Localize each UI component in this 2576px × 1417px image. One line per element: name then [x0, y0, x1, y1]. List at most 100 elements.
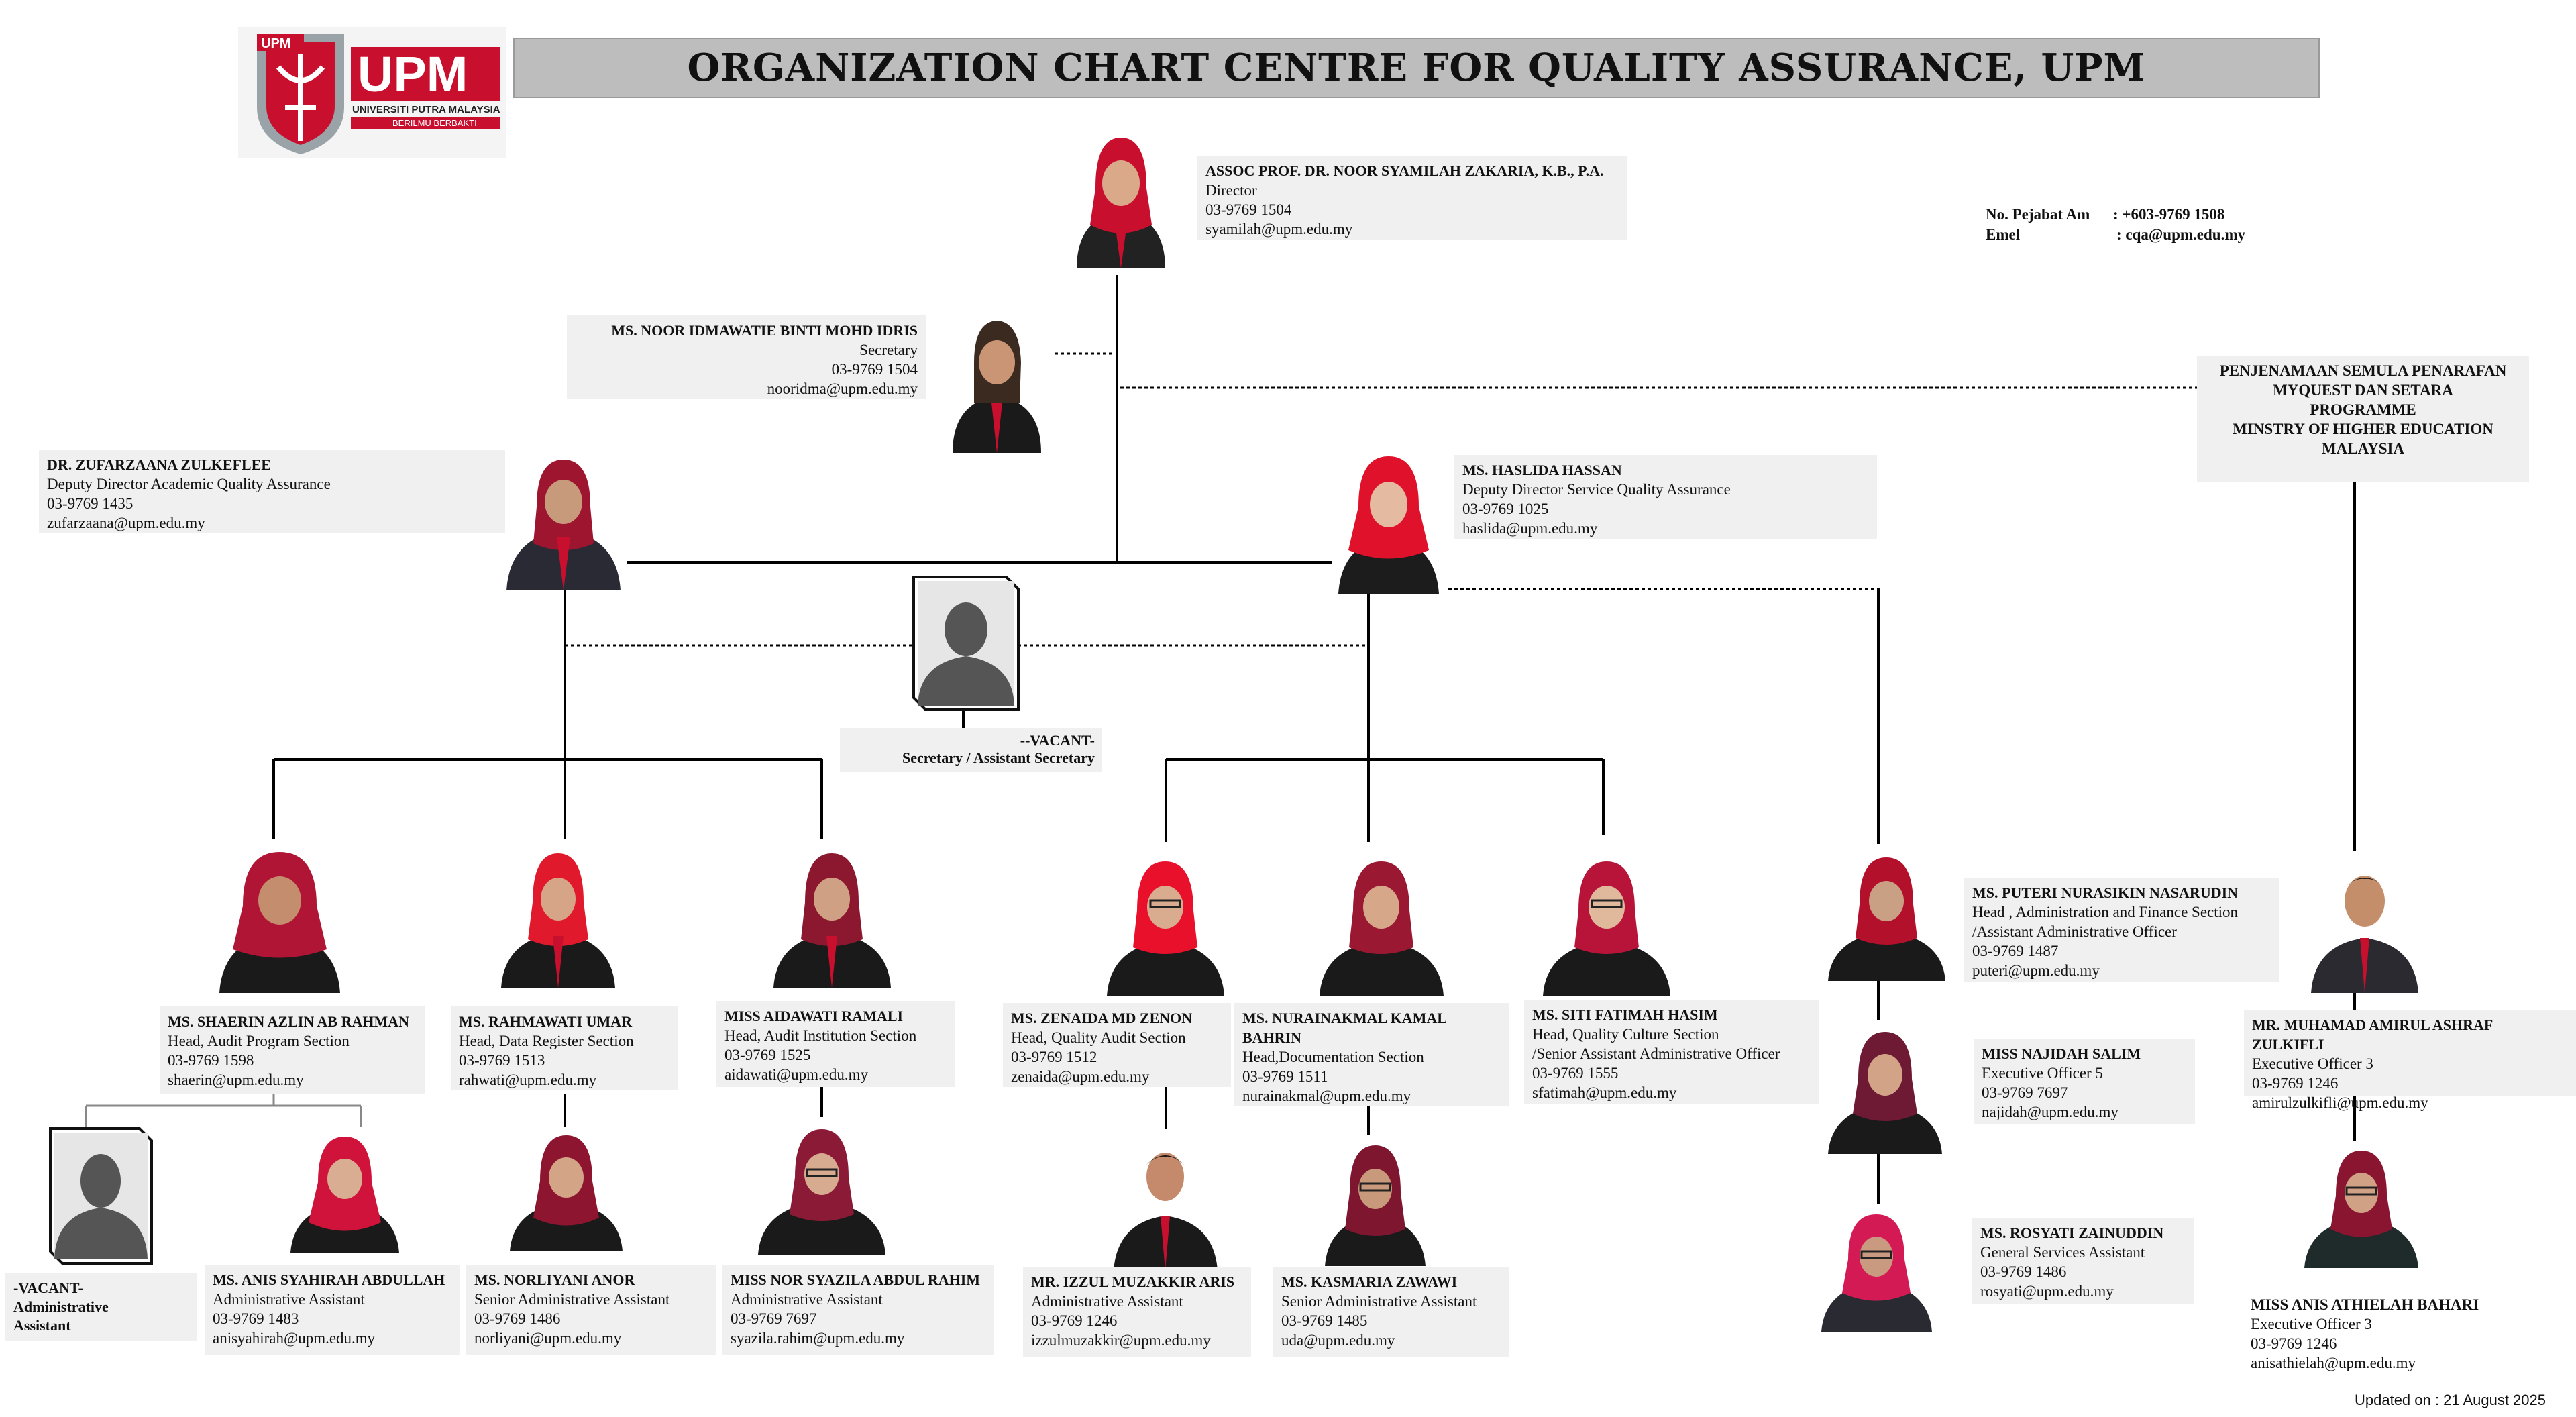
izzul-photo [1107, 1129, 1224, 1271]
external-programme-box: PENJENAMAAN SEMULA PENARAFAN MYQUEST DAN… [2197, 356, 2529, 482]
person-name: MS. ZENAIDA MD ZENON [1011, 1010, 1193, 1027]
kasmaria-card: MS. KASMARIA ZAWAWI Senior Administrativ… [1273, 1267, 1509, 1357]
svg-text:UPM: UPM [358, 46, 468, 102]
office-contact: No. Pejabat Am: +603-9769 1508 Emel: cqa… [1986, 205, 2245, 245]
person-phone: 03-9769 1525 [724, 1047, 811, 1063]
person-name: MISS NAJIDAH SALIM [1982, 1045, 2141, 1062]
person-name: ASSOC PROF. DR. NOOR SYAMILAH ZAKARIA, K… [1205, 162, 1604, 179]
person-email[interactable]: rosyati@upm.edu.my [1980, 1283, 2114, 1300]
vacant-admin-card: -VACANT- Administrative Assistant [5, 1273, 197, 1341]
aidawati-card: MISS AIDAWATI RAMALI Head, Audit Institu… [716, 1001, 955, 1087]
person-email[interactable]: rahwati@upm.edu.my [459, 1071, 597, 1088]
person-phone: 03-9769 1486 [474, 1310, 561, 1327]
kasmaria-photo [1322, 1135, 1429, 1266]
person-role-cont: /Assistant Administrative Officer [1972, 923, 2177, 940]
person-name: MISS ANIS ATHIELAH BAHARI [2251, 1296, 2479, 1313]
svg-text:UPM: UPM [261, 36, 290, 51]
person-email[interactable]: zenaida@upm.edu.my [1011, 1068, 1150, 1085]
person-role: Administrative Assistant [1031, 1293, 1183, 1310]
svg-text:UNIVERSITI PUTRA MALAYSIA: UNIVERSITI PUTRA MALAYSIA [352, 104, 500, 115]
person-role: Head, Quality Audit Section [1011, 1029, 1186, 1046]
vacant-secretary-card: --VACANT- Secretary / Assistant Secretar… [840, 728, 1102, 772]
vacant-role: Secretary / Assistant Secretary [902, 749, 1095, 766]
person-email[interactable]: norliyani@upm.edu.my [474, 1330, 622, 1347]
person-email[interactable]: sfatimah@upm.edu.my [1532, 1084, 1677, 1101]
person-name: MISS NOR SYAZILA ABDUL RAHIM [731, 1271, 981, 1288]
person-name: MS. NORLIYANI ANOR [474, 1271, 635, 1288]
person-role: Head, Quality Culture Section [1532, 1026, 1719, 1043]
person-email[interactable]: izzulmuzakkir@upm.edu.my [1031, 1332, 1211, 1349]
shaerin-card: MS. SHAERIN AZLIN AB RAHMAN Head, Audit … [160, 1006, 425, 1094]
syazila-card: MISS NOR SYAZILA ABDUL RAHIM Administrat… [722, 1265, 994, 1355]
person-email[interactable]: aidawati@upm.edu.my [724, 1066, 869, 1083]
amirul-card: MR. MUHAMAD AMIRUL ASHRAF ZULKIFLI Execu… [2244, 1010, 2576, 1111]
person-phone: 03-9769 1504 [1205, 201, 1292, 218]
person-email[interactable]: nooridma@upm.edu.my [767, 380, 918, 397]
person-phone: 03-9769 1487 [1972, 943, 2059, 959]
director-photo [1063, 124, 1179, 268]
person-role: Director [1205, 182, 1257, 199]
person-name: MISS AIDAWATI RAMALI [724, 1008, 904, 1025]
person-phone: 03-9769 1246 [2252, 1075, 2339, 1092]
external-line: MINSTRY OF HIGHER EDUCATION [2233, 421, 2493, 437]
secretary-card: MS. NOOR IDMAWATIE BINTI MOHD IDRIS Secr… [567, 315, 926, 399]
external-line: PENJENAMAAN SEMULA PENARAFAN [2219, 362, 2507, 379]
person-name: MS. ROSYATI ZAINUDDIN [1980, 1224, 2164, 1241]
nurainakmal-photo [1316, 847, 1447, 996]
fatimah-card: MS. SITI FATIMAH HASIM Head, Quality Cul… [1524, 1000, 1819, 1104]
person-phone: 03-9769 1486 [1980, 1263, 2067, 1280]
athielah-card: MISS ANIS ATHIELAH BAHARI Executive Offi… [2251, 1295, 2479, 1373]
vacant-role-cont: Assistant [13, 1317, 71, 1334]
office-email-label: Emel [1986, 226, 2021, 243]
person-email[interactable]: syazila.rahim@upm.edu.my [731, 1330, 905, 1347]
norliyani-card: MS. NORLIYANI ANOR Senior Administrative… [466, 1265, 716, 1355]
person-role-cont: /Senior Assistant Administrative Officer [1532, 1045, 1780, 1062]
dd-academic-photo [500, 443, 627, 590]
najidah-photo [1825, 1020, 1945, 1154]
vacant-label: --VACANT- [1020, 732, 1095, 749]
person-phone: 03-9769 1485 [1281, 1312, 1368, 1329]
anis-photo [287, 1129, 402, 1253]
vacant-role: Administrative [13, 1298, 109, 1315]
syazila-photo [755, 1117, 889, 1255]
person-name: DR. ZUFARZAANA ZULKEFLEE [47, 456, 271, 473]
person-email[interactable]: anisyahirah@upm.edu.my [213, 1330, 376, 1347]
chart-title: ORGANIZATION CHART CENTRE FOR QUALITY AS… [687, 46, 2146, 90]
rahmawati-card: MS. RAHMAWATI UMAR Head, Data Register S… [451, 1006, 678, 1090]
external-line: PROGRAMME [2310, 401, 2416, 418]
person-role: Head , Administration and Finance Sectio… [1972, 904, 2239, 921]
person-role: Senior Administrative Assistant [474, 1291, 670, 1308]
person-role: Head, Audit Institution Section [724, 1027, 917, 1044]
person-email[interactable]: uda@upm.edu.my [1281, 1332, 1395, 1349]
person-name: MS. KASMARIA ZAWAWI [1281, 1273, 1458, 1290]
person-email[interactable]: shaerin@upm.edu.my [168, 1071, 304, 1088]
dd-service-card: MS. HASLIDA HASSAN Deputy Director Servi… [1454, 455, 1877, 539]
person-name: MR. IZZUL MUZAKKIR ARIS [1031, 1273, 1235, 1290]
person-name-cont: BAHRIN [1242, 1029, 1302, 1046]
najidah-card: MISS NAJIDAH SALIM Executive Officer 5 0… [1974, 1039, 2195, 1124]
person-name: MS. PUTERI NURASIKIN NASARUDIN [1972, 884, 2239, 901]
secretary-photo [939, 302, 1055, 453]
upm-logo: UPM UPM UNIVERSITI PUTRA MALAYSIA BERILM… [238, 27, 506, 158]
office-phone-value: : +603-9769 1508 [2113, 206, 2225, 223]
svg-text:BERILMU BERBAKTI: BERILMU BERBAKTI [392, 118, 477, 128]
shaerin-photo [216, 839, 343, 993]
person-email[interactable]: anisathielah@upm.edu.my [2251, 1355, 2416, 1371]
external-line: MALAYSIA [2321, 440, 2405, 457]
person-name: MS. SITI FATIMAH HASIM [1532, 1006, 1718, 1023]
person-email[interactable]: puteri@upm.edu.my [1972, 962, 2100, 979]
person-email[interactable]: najidah@upm.edu.my [1982, 1104, 2118, 1120]
person-email[interactable]: nurainakmal@upm.edu.my [1242, 1088, 1411, 1104]
puteri-card: MS. PUTERI NURASIKIN NASARUDIN Head , Ad… [1964, 878, 2279, 982]
zenaida-photo [1104, 847, 1228, 996]
person-email[interactable]: amirulzulkifli@upm.edu.my [2252, 1094, 2428, 1111]
chart-title-bar: ORGANIZATION CHART CENTRE FOR QUALITY AS… [513, 38, 2320, 98]
person-phone: 03-9769 1513 [459, 1052, 545, 1069]
person-email[interactable]: zufarzaana@upm.edu.my [47, 515, 205, 531]
person-phone: 03-9769 1025 [1462, 501, 1549, 517]
person-role: Head, Audit Program Section [168, 1033, 350, 1049]
person-email[interactable]: syamilah@upm.edu.my [1205, 221, 1353, 238]
zenaida-card: MS. ZENAIDA MD ZENON Head, Quality Audit… [1003, 1003, 1231, 1087]
person-email[interactable]: haslida@upm.edu.my [1462, 520, 1598, 537]
